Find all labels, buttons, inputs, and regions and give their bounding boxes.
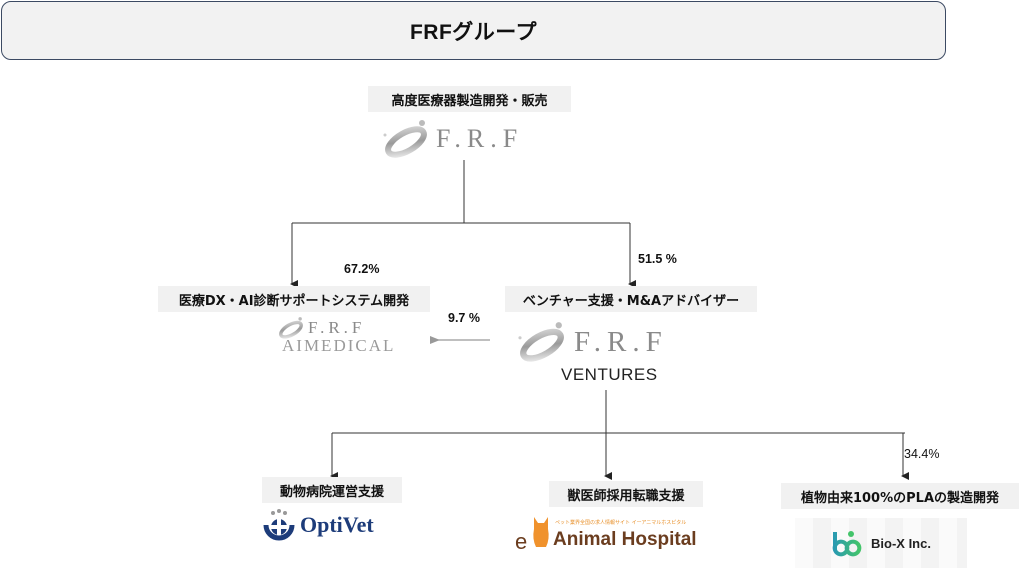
title-banner: FRFグループ bbox=[1, 1, 946, 60]
frf-ventures-logo: F.R.F bbox=[516, 320, 668, 364]
biox-logo: Bio-X Inc. bbox=[795, 518, 967, 568]
node-label-parent: 高度医療器製造開発・販売 bbox=[368, 86, 571, 112]
frf-swoosh-icon bbox=[279, 317, 303, 339]
node-label-ventures: ベンチャー支援・M&Aアドバイザー bbox=[505, 286, 757, 312]
ownership-biox: 34.4% bbox=[904, 447, 940, 461]
ownership-ventures-to-aimedical: 9.7 % bbox=[448, 311, 480, 325]
ownership-aimedical: 67.2% bbox=[344, 262, 380, 276]
node-label-biox-text: 植物由来100%のPLAの製造開発 bbox=[800, 490, 1000, 506]
animal-logo-text: Animal Hospital bbox=[553, 529, 697, 550]
node-label-ventures-text: ベンチャー支援・M&Aアドバイザー bbox=[522, 293, 740, 309]
node-label-aimedical-text: 医療DX・AI診断サポートシステム開発 bbox=[178, 293, 410, 309]
page-title: FRFグループ bbox=[409, 20, 538, 44]
biox-infinity-icon bbox=[832, 531, 862, 557]
animal-logo-tagline: ペット業界全国の求人情報サイト イーアニマルホスピタル bbox=[555, 520, 687, 526]
optivet-logo: OptiVet bbox=[262, 508, 374, 542]
optivet-logo-text: OptiVet bbox=[300, 512, 374, 537]
frf-logo: F.R.F bbox=[382, 118, 523, 160]
animal-logo-prefix: e bbox=[515, 529, 528, 554]
frf-logo-text: F.R.F bbox=[436, 124, 524, 153]
ownership-ventures: 51.5 % bbox=[638, 252, 677, 266]
frf-ventures-logo-text: F.R.F bbox=[574, 325, 668, 358]
node-label-parent-text: 高度医療器製造開発・販売 bbox=[391, 93, 548, 109]
frf-aimedical-logo-text: F.R.F bbox=[308, 318, 366, 337]
biox-logo-text: Bio-X Inc. bbox=[871, 535, 931, 551]
node-label-optivet-text: 動物病院運営支援 bbox=[279, 484, 384, 500]
animal-hospital-logo: e ペット業界全国の求人情報サイト イーアニマルホスピタル Animal Hos… bbox=[515, 515, 705, 555]
node-label-biox: 植物由来100%のPLAの製造開発 bbox=[781, 483, 1019, 509]
node-label-animal: 獣医師採用転職支援 bbox=[549, 481, 703, 507]
node-label-aimedical: 医療DX・AI診断サポートシステム開発 bbox=[158, 286, 430, 312]
frf-ventures-sub: VENTURES bbox=[561, 365, 658, 384]
node-label-animal-text: 獣医師採用転職支援 bbox=[567, 488, 685, 504]
optivet-paw-icon bbox=[263, 509, 295, 541]
frf-aimedical-logo: F.R.F AIMEDICAL bbox=[276, 316, 436, 356]
frf-aimedical-sub: AIMEDICAL bbox=[282, 336, 396, 355]
frf-swoosh-icon bbox=[518, 322, 564, 362]
node-label-optivet: 動物病院運営支援 bbox=[262, 477, 402, 503]
frf-swoosh-icon bbox=[383, 120, 427, 158]
cat-icon bbox=[533, 517, 549, 547]
